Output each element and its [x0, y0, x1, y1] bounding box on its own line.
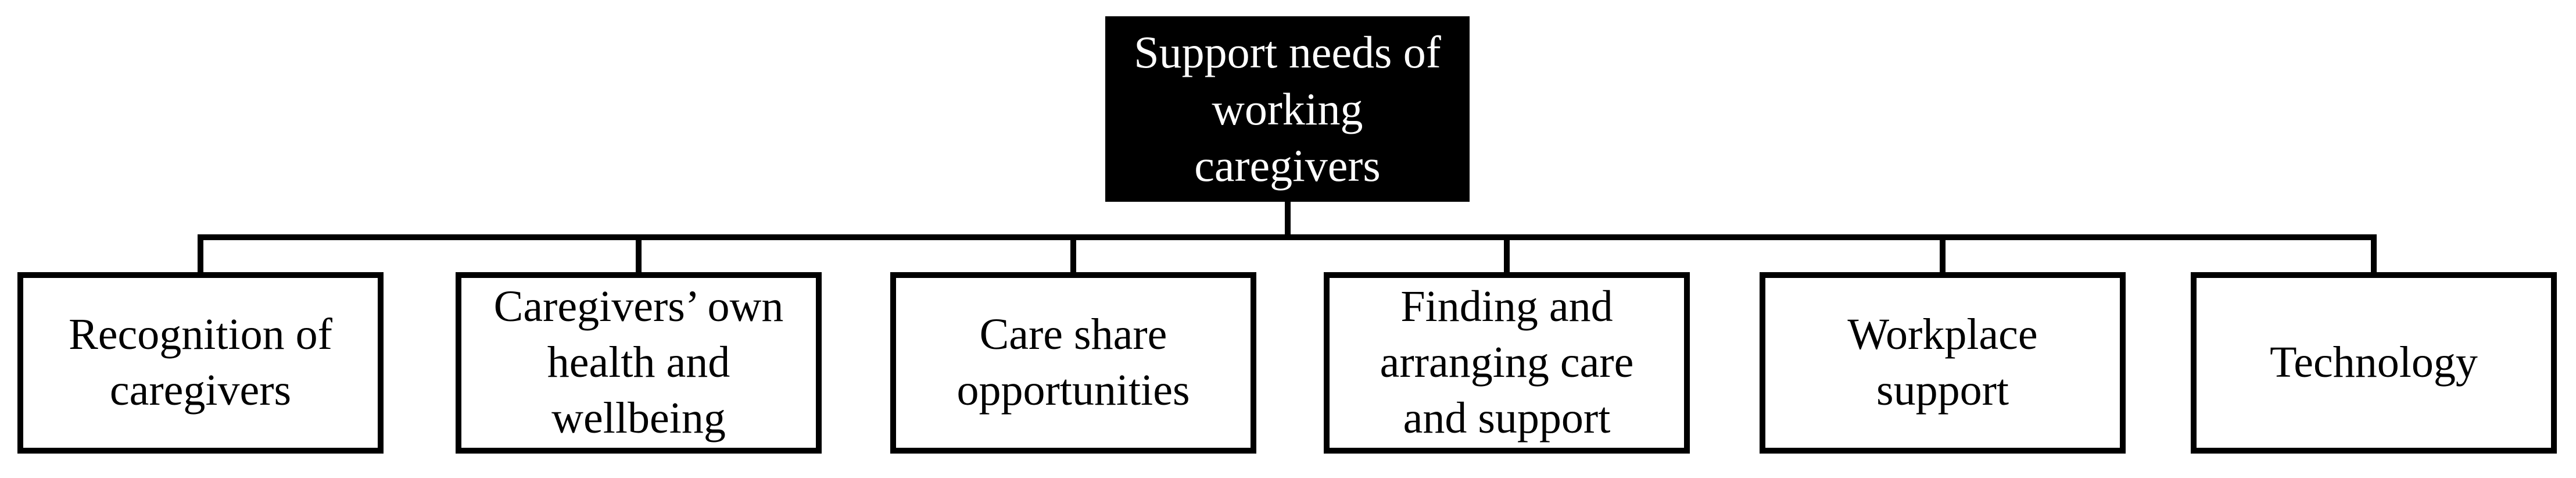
- connector-stub-workplace: [1940, 234, 1946, 272]
- connector-stub-technology: [2371, 234, 2377, 272]
- connector-stub-health-wellbeing: [636, 234, 642, 272]
- connector-root-stem: [1285, 202, 1291, 240]
- connector-stub-finding-care: [1504, 234, 1510, 272]
- connector-bus-line: [198, 234, 2377, 240]
- connector-stub-recognition: [198, 234, 203, 272]
- child-node-technology: Technology: [2191, 272, 2557, 454]
- connector-stub-care-share: [1070, 234, 1076, 272]
